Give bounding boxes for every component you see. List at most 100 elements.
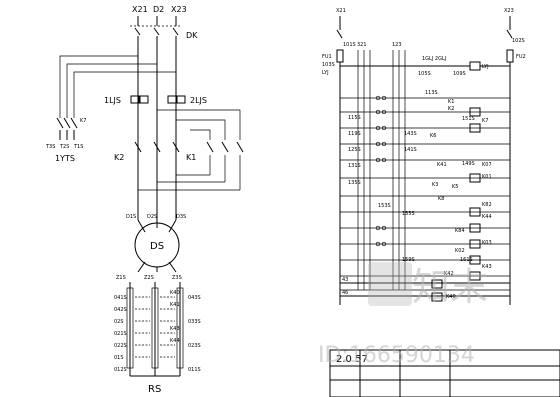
- wire-143s: 143S: [404, 131, 417, 137]
- wire-101s: 101S: [343, 42, 356, 48]
- wire-153s: 153S: [378, 203, 391, 209]
- motor-term-z2s: Z2S: [144, 275, 154, 281]
- col-label-321: 321: [357, 42, 367, 48]
- bank-left-6: 012S: [114, 367, 127, 373]
- wire-125s: 125S: [348, 147, 361, 153]
- ctrl-top-x23: X23: [504, 8, 514, 14]
- contact-k07: K07: [482, 162, 492, 168]
- contact-k02: K02: [455, 248, 465, 254]
- bank-right-2: 043S: [188, 295, 201, 301]
- output-label-t3s: T3S: [45, 144, 55, 150]
- bank-left-4: 022S: [114, 343, 127, 349]
- contact-k41: K41: [437, 162, 447, 168]
- contact-k03: K03: [482, 240, 492, 246]
- contact-k40: K40: [446, 294, 456, 300]
- lyj-right: LYJ: [482, 64, 489, 70]
- dk-switch: [130, 25, 180, 220]
- contact-k5: K5: [452, 184, 458, 190]
- contact-label-k7: K7: [80, 118, 86, 124]
- wire-159s: 159S: [402, 257, 415, 263]
- title-block-text: 2.0 57: [336, 354, 368, 365]
- contact-nodes: [375, 95, 387, 247]
- motor-label-ds: DS: [150, 241, 164, 252]
- contact-k6: K6: [430, 133, 436, 139]
- relay-top-label: 1GLJ 2GLJ: [422, 56, 446, 62]
- col-label-123: 123: [392, 42, 402, 48]
- row-label-43: 43: [342, 277, 348, 283]
- bank-right-6: K44: [170, 338, 180, 344]
- power-circuit: X21 D2 X23 DK K7 T3S T2S T1S 1YT: [45, 5, 244, 395]
- contact-k82: K82: [482, 202, 492, 208]
- wire-113s: 113S: [425, 90, 438, 96]
- wire-131s: 131S: [348, 163, 361, 169]
- wire-119s: 119S: [348, 131, 361, 137]
- contact-k84: K84: [455, 228, 465, 234]
- contact-label-k2: K2: [114, 153, 124, 162]
- bank-right-4: 023S: [188, 343, 201, 349]
- wire-141s: 141S: [404, 147, 417, 153]
- watermark: 知末 ID:166590134: [318, 262, 488, 368]
- relay-2ljs: [167, 95, 186, 104]
- contact-k3: K3: [432, 182, 438, 188]
- bank-left-1: 042S: [114, 307, 127, 313]
- motor-term-d2s: D2S: [147, 214, 157, 220]
- output-label-t2s: T2S: [59, 144, 69, 150]
- bank-right-1: K41: [170, 302, 180, 308]
- wire-151s: 151S: [462, 116, 475, 122]
- wire-102s: 102S: [512, 38, 525, 44]
- control-circuit: X21 X23 101S 102S 321 123 FU1 FU2 103S L…: [322, 8, 560, 397]
- bank-right-3: 033S: [188, 319, 201, 325]
- bank-left-5: 01S: [114, 355, 124, 361]
- contact-k8: K8: [438, 196, 444, 202]
- motor-term-z3s: Z3S: [172, 275, 182, 281]
- relay-label-2ljs: 2LJS: [190, 96, 207, 105]
- wire-109s: 109S: [453, 71, 466, 77]
- wire-161s: 161S: [460, 257, 473, 263]
- bank-right-5: K43: [170, 326, 180, 332]
- contact-label-k1: K1: [186, 153, 196, 162]
- contact-k7: K7: [482, 118, 488, 124]
- terminal-label-x21: X21: [132, 5, 148, 14]
- relay-label-1ljs: 1LJS: [104, 96, 121, 105]
- contact-k44: K44: [482, 214, 492, 220]
- bank-label-rs: RS: [148, 384, 161, 395]
- wire-103s: 103S: [322, 62, 335, 68]
- resistor-bank: [126, 282, 184, 377]
- bank-left-0: 041S: [114, 295, 127, 301]
- wire-155s: 155S: [402, 211, 415, 217]
- wire-105s: 105S: [418, 71, 431, 77]
- control-rungs: [340, 97, 510, 291]
- bank-right-7: 011S: [188, 367, 201, 373]
- terminal-label-d2: D2: [153, 5, 164, 14]
- switch-label-dk: DK: [186, 31, 198, 40]
- lyj-left: LYJ: [322, 70, 329, 76]
- contact-k43: K43: [482, 264, 492, 270]
- fuse-label-fu2: FU2: [516, 54, 526, 60]
- title-block: [329, 349, 560, 397]
- contact-k42: K42: [444, 271, 454, 277]
- bank-right-0: K40: [170, 290, 180, 296]
- watermark-id: ID:166590134: [318, 343, 475, 368]
- watermark-logo-box: [368, 262, 412, 306]
- fuse-fu2: [506, 49, 514, 63]
- coils: [469, 107, 481, 281]
- contact-k2: K2: [448, 106, 454, 112]
- contact-k1: K1: [448, 99, 454, 105]
- contact-k01: K01: [482, 174, 492, 180]
- wire-149s: 149S: [462, 161, 475, 167]
- ctrl-top-x21: X21: [336, 8, 346, 14]
- wire-115s: 115S: [348, 115, 361, 121]
- row-label-46: 46: [342, 290, 348, 296]
- motor-term-z1s: Z1S: [116, 275, 126, 281]
- fuse-label-fu1: FU1: [322, 54, 332, 60]
- motor-term-d3s: D3S: [176, 214, 186, 220]
- bank-left-2: 02S: [114, 319, 124, 325]
- terminal-label-x23: X23: [171, 5, 187, 14]
- bank-left-3: 021S: [114, 331, 127, 337]
- wire-135s: 135S: [348, 180, 361, 186]
- output-label-t1s: T1S: [73, 144, 83, 150]
- watermark-brand: 知末: [412, 265, 488, 309]
- relay-1ljs: [130, 95, 149, 104]
- motor-term-d1s: D1S: [126, 214, 136, 220]
